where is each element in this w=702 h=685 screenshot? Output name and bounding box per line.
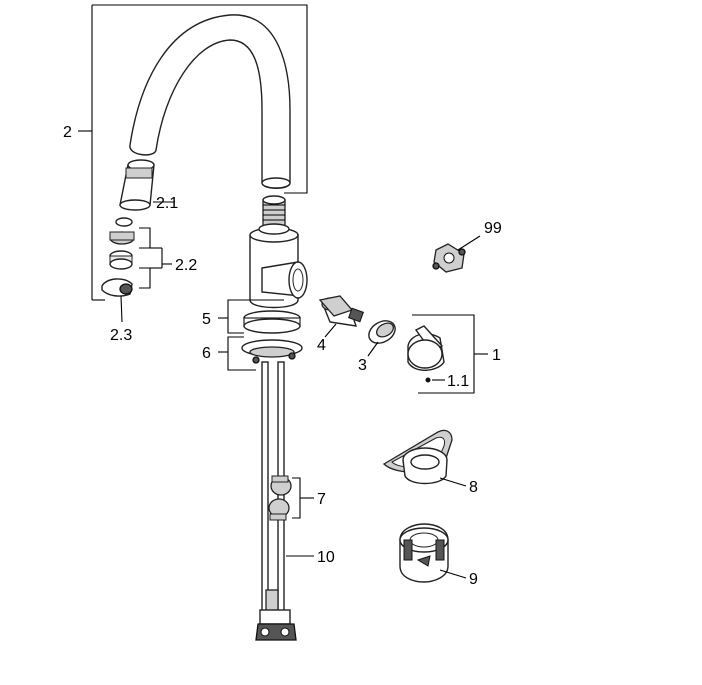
fixing-nut — [399, 523, 467, 583]
cartridge — [318, 295, 364, 338]
lever-handle — [407, 314, 488, 394]
label-2-3: 2.3 — [110, 327, 132, 344]
label-1-1: 1.1 — [447, 373, 469, 390]
label-99: 99 — [484, 220, 502, 237]
label-2: 2 — [63, 124, 72, 141]
label-2-1: 2.1 — [156, 195, 178, 212]
label-5: 5 — [202, 311, 211, 328]
label-7: 7 — [317, 491, 326, 508]
spray-head-insert — [101, 278, 133, 323]
label-8: 8 — [469, 479, 478, 496]
label-6: 6 — [202, 345, 211, 362]
label-1: 1 — [492, 347, 501, 364]
label-10: 10 — [317, 549, 335, 566]
cover-cap — [367, 320, 396, 357]
installation-tool — [432, 235, 481, 273]
aerator-inserts — [109, 217, 172, 289]
body-labels-brackets — [218, 299, 284, 371]
aerator-housing — [119, 159, 175, 211]
label-2-2: 2.2 — [175, 257, 197, 274]
spout-group-bracket — [78, 4, 308, 301]
mounting-plate — [382, 429, 467, 487]
label-9: 9 — [469, 571, 478, 588]
label-4: 4 — [317, 337, 326, 354]
faucet-body — [241, 195, 308, 364]
spout — [129, 14, 291, 189]
label-3: 3 — [358, 357, 367, 374]
supply-hoses — [255, 361, 314, 641]
